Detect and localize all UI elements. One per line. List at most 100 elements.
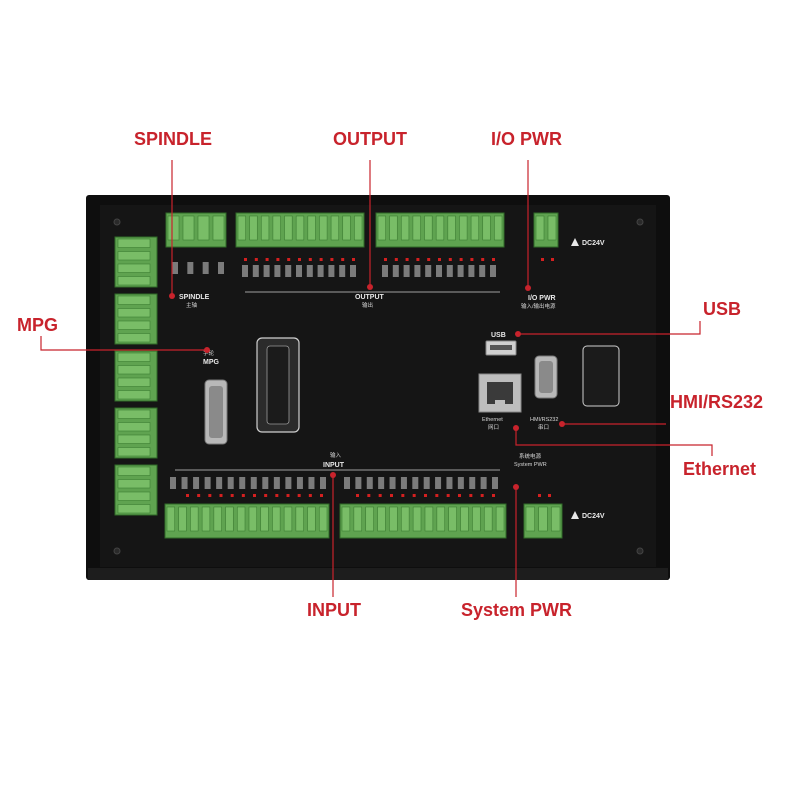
- spindle-silk-label: SPINDLE: [179, 294, 210, 301]
- status-led: [197, 494, 201, 497]
- input-pin-marking: [204, 477, 211, 489]
- input-pin-marking: [308, 477, 315, 489]
- terminal-screw-slot: [117, 409, 151, 419]
- terminal-screw-slot: [197, 215, 210, 241]
- terminal-screw-slot: [117, 295, 151, 305]
- terminal-screw-slot: [249, 215, 258, 241]
- output-pin-marking: [285, 265, 292, 277]
- terminal-screw-slot: [494, 215, 503, 241]
- terminal-screw-slot: [389, 506, 398, 532]
- terminal-screw-slot: [117, 365, 151, 375]
- input-pin-marking: [320, 477, 326, 489]
- left-terminal-block-4: [114, 407, 158, 459]
- output-pin-marking: [403, 265, 410, 277]
- terminal-screw-slot: [412, 506, 422, 532]
- terminal-screw-slot: [447, 215, 456, 241]
- output-silk-label: OUTPUT: [355, 294, 385, 301]
- hmi-silk-label-cn: 串口: [538, 424, 549, 431]
- status-led: [551, 258, 554, 261]
- mpg-silk-label: MPG: [203, 359, 220, 366]
- output-pin-marking: [296, 265, 302, 277]
- ethernet-callout-label: Ethernet: [683, 459, 757, 479]
- status-led: [384, 258, 387, 261]
- output-pin-marking: [242, 265, 248, 277]
- screw: [636, 547, 644, 555]
- terminal-screw-slot: [283, 506, 293, 532]
- output-pin-marking: [274, 265, 281, 277]
- terminal-screw-slot: [319, 215, 328, 241]
- spindle-pin-marking: [218, 262, 224, 274]
- input-pin-marking: [492, 477, 498, 489]
- terminal-screw-slot: [117, 352, 151, 362]
- output-pin-marking: [263, 265, 270, 277]
- terminal-screw-slot: [117, 447, 151, 457]
- status-led: [492, 494, 495, 497]
- terminal-screw-slot: [448, 506, 457, 532]
- left-terminal-block-5: [114, 464, 158, 516]
- output-pin-marking: [350, 265, 356, 277]
- terminal-screw-slot: [470, 215, 480, 241]
- input-pin-marking: [181, 477, 188, 489]
- output-pin-marking: [252, 265, 259, 277]
- terminal-screw-slot: [341, 506, 351, 532]
- input-pin-marking: [469, 477, 476, 489]
- status-led: [219, 494, 223, 497]
- status-led: [330, 258, 334, 261]
- terminal-screw-slot: [272, 215, 281, 241]
- input-pin-marking: [227, 477, 234, 489]
- db25-connector: [256, 337, 300, 433]
- status-led: [378, 494, 382, 497]
- input-pin-marking: [435, 477, 442, 489]
- mpg-callout-label: MPG: [17, 315, 59, 335]
- terminal-screw-slot: [377, 215, 386, 241]
- input-pin-marking: [480, 477, 487, 489]
- status-led: [480, 494, 484, 497]
- terminal-screw-slot: [424, 506, 434, 532]
- screw: [113, 547, 121, 555]
- output-pin-marking: [425, 265, 432, 277]
- terminal-screw-slot: [117, 466, 151, 476]
- status-led: [394, 258, 398, 261]
- input-pin-marking: [412, 477, 419, 489]
- enclosure-base: [88, 568, 668, 580]
- terminal-screw-slot: [212, 215, 225, 241]
- output-pin-marking: [457, 265, 464, 277]
- terminal-screw-slot: [248, 506, 258, 532]
- leader-ethernet: [515, 428, 713, 456]
- terminal-screw-slot: [117, 377, 151, 387]
- terminal-screw-slot: [167, 215, 180, 241]
- status-led: [416, 258, 420, 261]
- input-callout-label: INPUT: [307, 600, 361, 620]
- hmi-silk-label: HMI/RS232: [530, 417, 558, 423]
- left-terminal-block-1: [114, 236, 158, 288]
- status-led: [241, 494, 245, 497]
- status-led: [446, 494, 450, 497]
- terminal-screw-slot: [201, 506, 211, 532]
- status-led: [435, 494, 439, 497]
- terminal-screw-slot: [182, 215, 195, 241]
- terminal-screw-slot: [117, 238, 151, 248]
- terminal-screw-slot: [482, 215, 491, 241]
- input-pin-marking: [366, 477, 373, 489]
- status-led: [356, 494, 359, 497]
- io-pwr-silk-label-cn: 输入/输出电源: [521, 302, 556, 310]
- callout-leader-lines: [40, 160, 713, 597]
- mpg-silk-label-cn: 手轮: [203, 349, 215, 357]
- system-pwr-terminal-block: [523, 503, 563, 539]
- terminal-screw-slot: [117, 308, 151, 318]
- spindle-terminal-block: [165, 212, 227, 248]
- terminal-screw-slot: [495, 506, 505, 532]
- input-pin-marking: [400, 477, 407, 489]
- spindle-callout-label: SPINDLE: [134, 129, 213, 149]
- system-pwr-silk-label-cn: 系统电源: [519, 452, 542, 460]
- ethernet-port: [478, 373, 522, 413]
- output-pin-marking: [446, 265, 453, 277]
- input-pin-marking: [250, 477, 257, 489]
- status-led: [405, 258, 409, 261]
- output-pin-marking: [317, 265, 324, 277]
- output-pin-marking: [306, 265, 313, 277]
- terminal-screw-slot: [400, 506, 410, 532]
- status-led: [541, 258, 544, 261]
- status-led: [401, 494, 405, 497]
- input-pin-marking: [355, 477, 362, 489]
